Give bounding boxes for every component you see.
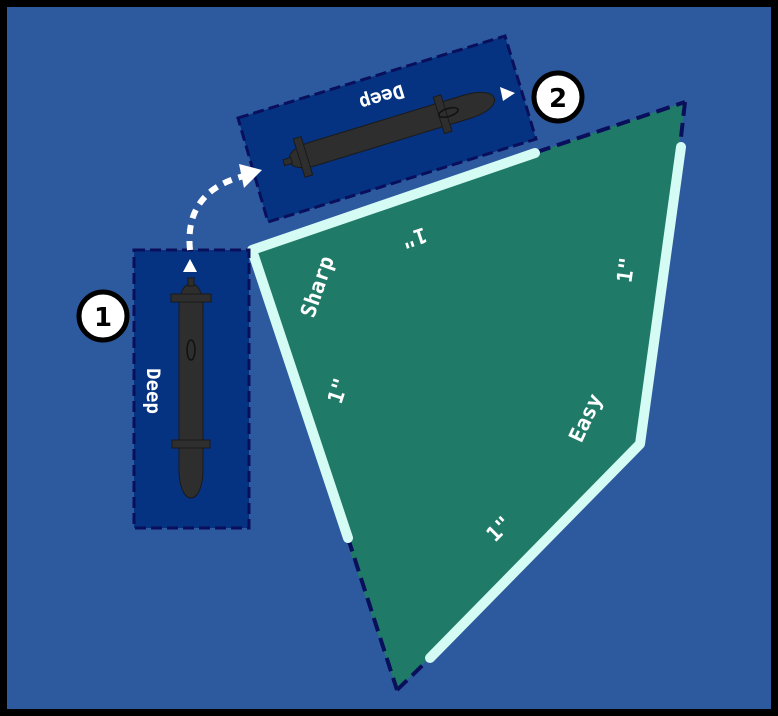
submarine-2[interactable] — [277, 78, 501, 183]
deep-zone-1[interactable]: Deep — [132, 248, 251, 530]
terrain-dashed-edge-top — [536, 100, 686, 154]
submarine-1[interactable] — [170, 277, 212, 499]
terrain-dashed-edge-bottom — [395, 656, 432, 692]
terrain-area — [248, 102, 685, 690]
measure-right-edge: 1" — [612, 256, 639, 284]
sub-1-direction-arrow — [183, 259, 197, 272]
movement-arrow — [186, 164, 262, 251]
step-2-number: 2 — [549, 84, 567, 114]
terrain-piece[interactable]: Sharp Easy 1" 1" 1" 1" — [247, 100, 687, 692]
terrain-dashed-edge-right — [678, 101, 687, 147]
terrain-edge-sharp — [247, 148, 540, 543]
sub-2-direction-arrow — [500, 87, 515, 101]
step-1-badge: 1 — [76, 289, 130, 343]
terrain-dashed-edge-bottom-left — [346, 537, 399, 691]
terrain-edge-easy — [425, 142, 686, 663]
step-2-badge: 2 — [531, 70, 585, 124]
deep-zone-1-label: Deep — [142, 368, 164, 414]
deep-zone-2[interactable]: Deep — [236, 34, 538, 224]
step-1-number: 1 — [94, 303, 112, 333]
